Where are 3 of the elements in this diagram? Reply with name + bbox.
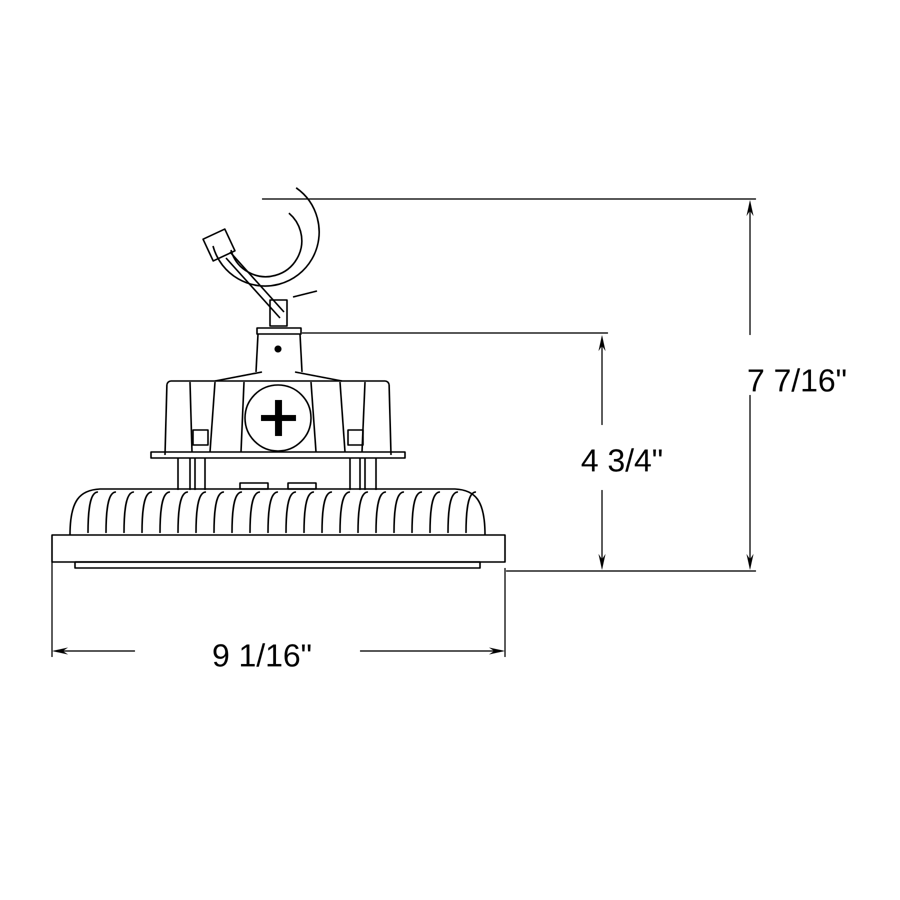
dimension-label: 9 1/16" [214, 643, 311, 667]
dimension-label: 4 3/4" [582, 448, 662, 472]
dimension-label: 7 7/16" [748, 368, 846, 392]
